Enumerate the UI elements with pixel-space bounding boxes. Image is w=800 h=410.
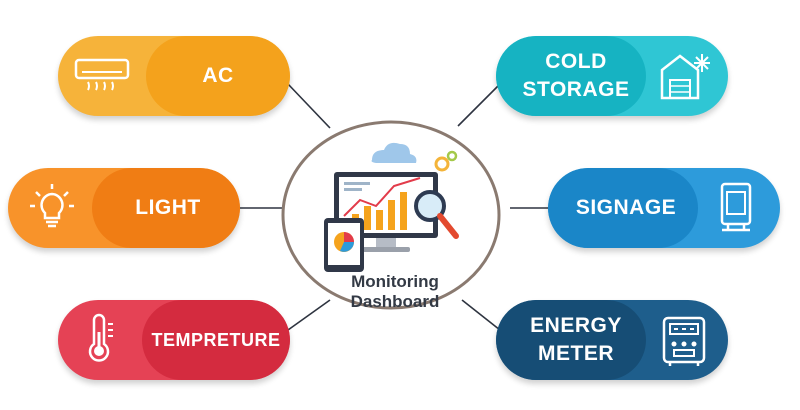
node-ac-label: AC <box>202 64 234 87</box>
center-title: Monitoring Dashboard <box>310 272 480 312</box>
connector-temperature <box>287 299 331 331</box>
center-title-line1: Monitoring <box>351 272 439 291</box>
connector-energy-meter <box>461 299 501 331</box>
node-temperature-label: TEMPRETURE <box>151 330 281 350</box>
node-energy-meter-label-line1: ENERGY <box>530 314 622 337</box>
node-signage-label: SIGNAGE <box>575 196 677 219</box>
node-cold-storage-label-line1: COLD <box>545 50 607 73</box>
monitoring-dashboard-icon <box>324 142 459 272</box>
digital-signage-icon <box>720 182 752 232</box>
node-energy-meter-label-line2: METER <box>538 342 614 365</box>
connector-ac <box>287 83 331 129</box>
node-temperature: TEMPRETURE <box>58 300 290 380</box>
cold-storage-icon <box>660 54 710 100</box>
energy-meter-icon <box>662 316 706 366</box>
air-conditioner-icon <box>74 58 130 91</box>
node-light: LIGHT <box>8 168 240 248</box>
thermometer-icon <box>88 313 113 362</box>
node-cold-storage-label: COLD STORAGE <box>506 36 646 116</box>
node-cold-storage: COLD STORAGE <box>496 36 728 116</box>
node-energy-meter: ENERGY METER <box>496 300 728 380</box>
node-ac: AC <box>58 36 290 116</box>
light-bulb-icon <box>30 184 74 228</box>
node-signage: SIGNAGE <box>548 168 780 248</box>
center-title-line2: Dashboard <box>350 292 440 311</box>
node-cold-storage-label-line2: STORAGE <box>522 78 630 101</box>
node-light-label: LIGHT <box>135 196 201 219</box>
center-circle <box>281 120 501 310</box>
connector-cold-storage <box>457 83 501 127</box>
node-energy-meter-label: ENERGY METER <box>506 300 646 380</box>
